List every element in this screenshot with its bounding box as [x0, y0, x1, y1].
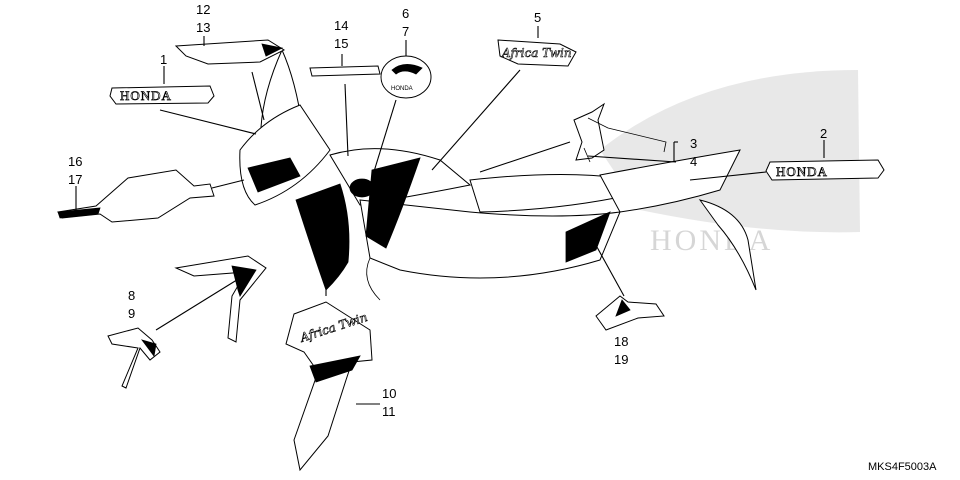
callout-19: 19 [614, 352, 628, 367]
callout-1: 1 [160, 52, 167, 67]
part-18-19-rear-decal [595, 295, 665, 331]
rear-fender [698, 199, 757, 291]
part-1-honda-stripe: HONDA [109, 85, 215, 105]
part-8-9-side-mark [107, 327, 161, 389]
lower-body [359, 199, 621, 279]
tank-round-badge-spot [349, 178, 375, 198]
callout-14: 14 [334, 18, 348, 33]
part-2-honda-stripe: HONDA [765, 159, 885, 181]
callout-numbers: 12 13 1 14 15 6 7 5 3 4 2 16 17 8 9 10 1… [68, 2, 827, 419]
wing-badge-wing [391, 64, 423, 75]
callout-7: 7 [402, 24, 409, 39]
callout-4: 4 [690, 154, 697, 169]
front-chevron-decal [174, 255, 267, 343]
callout-11: 11 [382, 404, 396, 419]
watermark-honda-text: HONDA [650, 224, 773, 257]
wing-badge-text: HONDA [391, 86, 413, 92]
rear-cowl [599, 149, 741, 213]
honda-stripe-1-text: HONDA [120, 88, 172, 103]
headlight-lens [247, 157, 301, 193]
side-cover-black-patch [565, 211, 611, 263]
callout-5: 5 [534, 10, 541, 25]
callout-18: 18 [614, 334, 628, 349]
part-6-7-wing-badge: HONDA [380, 55, 432, 99]
callout-16: 16 [68, 154, 82, 169]
part-5-africa-twin-emblem: Africa Twin [497, 39, 577, 67]
tank-side-black-patch [365, 157, 421, 249]
leader-lines [75, 26, 825, 405]
part-14-15-strip [309, 65, 381, 77]
upper-cowl [239, 104, 331, 206]
callout-12: 12 [196, 2, 210, 17]
callout-9: 9 [128, 306, 135, 321]
callout-10: 10 [382, 386, 396, 401]
callout-2: 2 [820, 126, 827, 141]
callout-8: 8 [128, 288, 135, 303]
part-3-4-decal [573, 102, 667, 163]
honda-stripe-2-text: HONDA [776, 164, 828, 179]
callout-6: 6 [402, 6, 409, 21]
part-12-13-windscreen-decal [174, 39, 286, 65]
side-cowl-black-patch [295, 183, 350, 291]
diagram-code: MKS4F5003A [868, 461, 937, 473]
callout-17: 17 [68, 172, 82, 187]
callout-15: 15 [334, 36, 348, 51]
part-10-11-side-panel: Africa Twin [285, 301, 373, 472]
motorcycle-outline [239, 48, 757, 301]
frame-line [366, 257, 381, 301]
part-16-17-fairing-decal [57, 169, 215, 223]
callout-3: 3 [690, 136, 697, 151]
africa-twin-small-text: Africa Twin [501, 46, 572, 60]
callout-13: 13 [196, 20, 210, 35]
